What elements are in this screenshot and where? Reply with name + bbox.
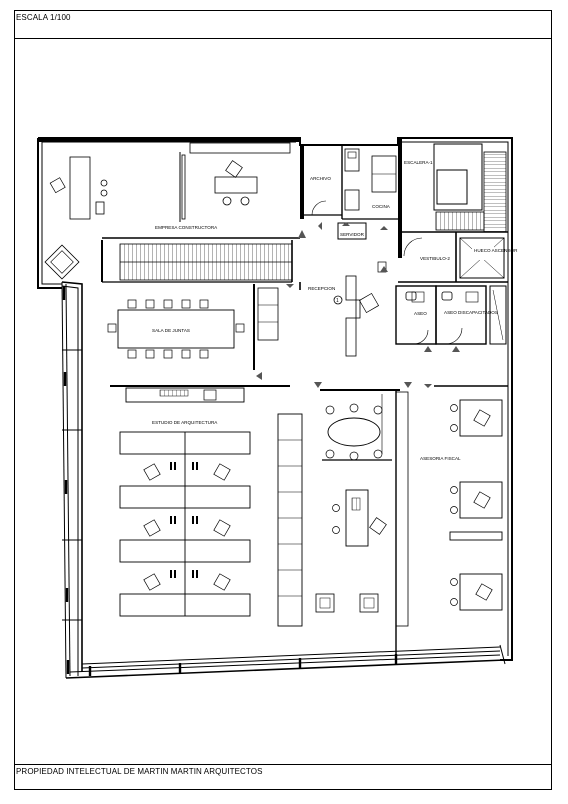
label-empresa-constructora: EMPRESA CONSTRUCTORA bbox=[155, 225, 218, 230]
building-envelope bbox=[37, 137, 513, 679]
label-hueco-ascensor: HUECO ASCENSOR bbox=[474, 248, 518, 253]
title-block-divider bbox=[14, 38, 552, 39]
drawing-sheet-frame bbox=[14, 10, 552, 790]
room-asesoria-fiscal: ASESORIA FISCAL bbox=[420, 399, 503, 611]
stair-main bbox=[101, 240, 293, 283]
oval-meeting-table bbox=[325, 403, 383, 461]
label-vestibulo: VESTIBULO-2 bbox=[420, 256, 450, 261]
copyright-footer: PROPIEDAD INTELECTUAL DE MARTIN MARTIN A… bbox=[16, 767, 263, 776]
label-recepcion: RECEPCION bbox=[308, 286, 335, 291]
section-marker bbox=[333, 295, 343, 305]
facade-bottom bbox=[65, 659, 506, 679]
partition-walls bbox=[110, 385, 508, 658]
label-sala-juntas: SALA DE JUNTAS bbox=[152, 328, 190, 333]
label-archivo: ARCHIVO bbox=[310, 176, 331, 181]
facade-left bbox=[61, 281, 83, 672]
label-servidor: SERVIDOR bbox=[340, 232, 365, 237]
footer-block-divider bbox=[14, 764, 552, 765]
scale-label: ESCALA 1/100 bbox=[16, 13, 71, 22]
label-aseo-discapacitados: ASEO DISCAPACITADOS bbox=[444, 310, 498, 315]
door-markers bbox=[256, 222, 460, 388]
desk bbox=[69, 156, 91, 220]
room-estudio-arquitectura: ESTUDIO DE ARQUITECTURA bbox=[119, 413, 303, 627]
toilets: ASEO ASEO DISCAPACITADOS bbox=[395, 285, 507, 345]
room-sala-juntas: SALA DE JUNTAS bbox=[107, 284, 279, 370]
label-escalera: ESCALERA-1 bbox=[404, 160, 433, 165]
label-estudio-arquitectura: ESTUDIO DE ARQUITECTURA bbox=[152, 420, 218, 425]
label-asesoria-fiscal: ASESORIA FISCAL bbox=[420, 456, 461, 461]
label-cocina: COCINA bbox=[372, 204, 391, 209]
desk bbox=[214, 176, 258, 194]
service-rooms: ARCHIVO COCINA SERVIDOR bbox=[300, 144, 398, 240]
room-recepcion: 1 RECEPCION bbox=[299, 261, 387, 357]
chair bbox=[225, 160, 243, 178]
meeting-table bbox=[117, 309, 235, 349]
room-empresa-constructora: EMPRESA CONSTRUCTORA bbox=[38, 138, 300, 280]
director-office bbox=[315, 489, 387, 613]
section-marker-number: 1 bbox=[336, 298, 339, 304]
vestibule-elevator: VESTIBULO-2 HUECO ASCENSOR bbox=[398, 232, 518, 283]
chair bbox=[49, 177, 66, 194]
stair-escalera-1: ESCALERA-1 bbox=[398, 138, 508, 258]
label-aseo: ASEO bbox=[414, 311, 427, 316]
armchair bbox=[44, 244, 80, 280]
outer-wall-left-upper bbox=[37, 138, 62, 289]
